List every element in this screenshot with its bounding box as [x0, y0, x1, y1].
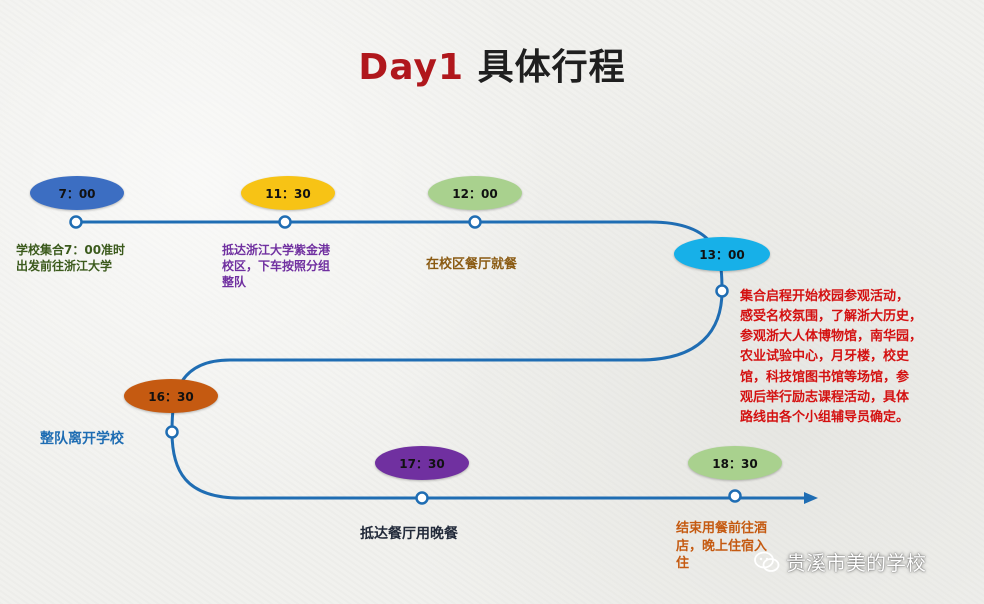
- desc-11-30: 抵达浙江大学紫金港 校区，下车按照分组 整队: [222, 243, 331, 290]
- time-bubble-18-30: 18：30: [688, 446, 782, 480]
- timeline-arrowhead: [804, 492, 818, 504]
- title-text: 具体行程: [477, 47, 626, 88]
- time-bubble-17-30: 17：30: [375, 446, 469, 480]
- desc-18-30: 结束用餐前往酒 店，晚上住宿入 住: [676, 521, 768, 572]
- time-bubble-13: 13：00: [674, 237, 770, 271]
- timeline-node-11-30: [278, 215, 292, 229]
- time-bubble-7: 7：00: [30, 176, 124, 210]
- page-title: Day1 具体行程: [0, 38, 984, 90]
- time-bubble-16-30: 16：30: [124, 379, 218, 413]
- timeline-node-7: [69, 215, 83, 229]
- desc-12: 在校区餐厅就餐: [426, 257, 518, 272]
- timeline-node-17-30: [415, 491, 429, 505]
- watermark: 贵溪市美的学校: [754, 547, 926, 576]
- time-bubble-11-30: 11：30: [241, 176, 335, 210]
- desc-7: 学校集合7：00准时 出发前往浙江大学: [16, 243, 126, 274]
- timeline-node-18-30: [728, 489, 742, 503]
- timeline-node-16-30: [165, 425, 179, 439]
- desc-13: 集合启程开始校园参观活动， 感受名校氛围，了解浙大历史， 参观浙大人体博物馆，南…: [740, 289, 923, 425]
- wechat-icon: [754, 551, 780, 572]
- desc-16-30: 整队离开学校: [40, 431, 124, 447]
- timeline-node-12: [468, 215, 482, 229]
- time-bubble-12: 12：00: [428, 176, 522, 210]
- watermark-text: 贵溪市美的学校: [786, 551, 926, 575]
- title-day: Day1: [358, 47, 465, 88]
- timeline-node-13: [715, 284, 729, 298]
- desc-17-30: 抵达餐厅用晚餐: [360, 526, 458, 542]
